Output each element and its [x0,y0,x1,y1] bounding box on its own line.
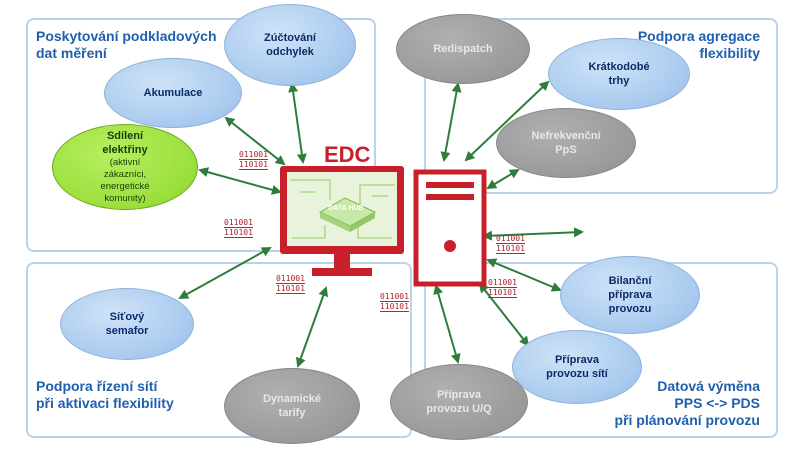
arrow-priprava-uq [433,284,461,364]
arrow-kratkodobe [464,80,550,162]
arrow-nefrekvencni [486,168,520,190]
server-icon [413,169,487,287]
panel-title-grid-control: Podpora řízení sítí při aktivaci flexibi… [36,378,174,411]
arrow-akumulace [224,116,286,166]
panel-title-data-exchange: Datová výměna PPS <-> PDS při plánování … [614,378,760,428]
node-sdileni-elektriny: Sdílení elektřiny(aktivní zákazníci, ene… [52,124,198,210]
arrow-zuctovani [288,82,307,164]
arrow-sitovy [178,247,272,299]
node-dynamicke-tarify: Dynamické tarify [224,368,360,444]
arrow-dynamicke [295,286,329,368]
panel-title-measurement: Poskytování podkladových dat měření [36,28,217,61]
node-zuctovani-odchylek: Zúčtování odchylek [224,4,356,86]
node-kratkodobe-trhy: Krátkodobé trhy [548,38,690,110]
node-redispatch: Redispatch [396,14,530,84]
node-bilancni-priprava: Bilanční příprava provozu [560,256,700,334]
node-sitovy-semafor: Síťový semafor [60,288,194,360]
arrow-redispatch [440,82,462,162]
panel-top-right [424,18,778,194]
sdileni-title: Sdílení elektřiny [102,130,148,156]
panel-title-flexibility-aggregation: Podpora agregace flexibility [637,28,760,61]
hub-label: DATA HUB [328,205,364,212]
node-priprava-provozu-uq: Příprava provozu U/Q [390,364,528,440]
arrow-bilancni [486,258,562,292]
node-priprava-provozu-siti: Příprava provozu sítí [512,330,642,404]
sdileni-subtitle: (aktivní zákazníci, energetické komunity… [100,157,150,204]
arrow-sdileni [198,167,282,195]
monitor-icon [280,166,404,276]
arrow-priprava-siti [478,282,530,347]
arrow-hub-server [482,227,584,241]
edc-label: EDC [324,142,371,167]
node-akumulace: Akumulace [104,58,242,128]
node-nefrekvencni-pps: Nefrekvenční PpS [496,108,636,178]
